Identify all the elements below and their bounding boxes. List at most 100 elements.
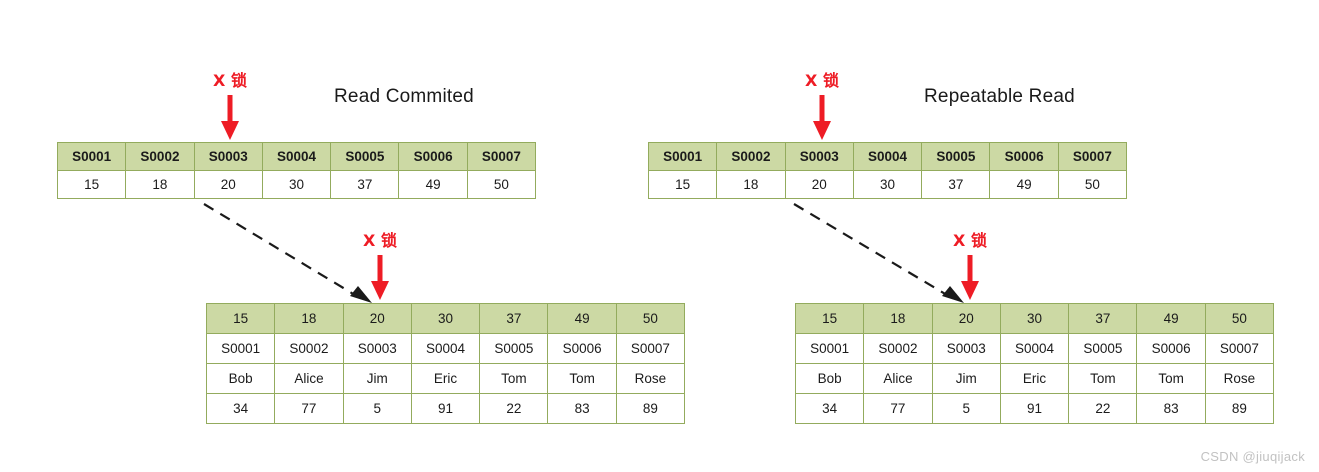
table-row: 34 77 5 91 22 83 89 xyxy=(794,393,1275,424)
table-row: S0001 S0002 S0003 S0004 S0005 S0006 S000… xyxy=(205,333,686,364)
table-cell: S0007 xyxy=(1204,333,1275,364)
table-cell: 30 xyxy=(261,170,332,199)
lock-label: X 锁 xyxy=(213,71,247,90)
table-cell: S0001 xyxy=(647,142,718,171)
down-arrow-icon xyxy=(813,95,831,140)
table-cell: 50 xyxy=(1057,170,1128,199)
table-row: 15 18 20 30 37 49 50 xyxy=(794,303,1275,334)
table-cell: 83 xyxy=(1136,393,1206,424)
table-body: S0001 S0002 S0003 S0004 S0005 S0006 S000… xyxy=(56,142,537,199)
table-row: 15 18 20 30 37 49 50 xyxy=(56,170,537,199)
table-cell: S0003 xyxy=(784,142,854,171)
table-cell: S0006 xyxy=(547,333,617,364)
table-row: S0001 S0002 S0003 S0004 S0005 S0006 S000… xyxy=(56,142,537,171)
table-cell: 20 xyxy=(193,170,263,199)
table-cell: 15 xyxy=(56,170,127,199)
table-row: Bob Alice Jim Eric Tom Tom Rose xyxy=(205,363,686,394)
watermark: CSDN @jiuqijack xyxy=(1200,449,1305,464)
table-row: 34 77 5 91 22 83 89 xyxy=(205,393,686,424)
table-cell: S0003 xyxy=(342,333,412,364)
table-cell: Tom xyxy=(1136,363,1206,394)
table-cell: Tom xyxy=(1068,363,1138,394)
table-cell: 89 xyxy=(1204,393,1275,424)
table-cell: S0006 xyxy=(1136,333,1206,364)
table-cell: Jim xyxy=(931,363,1001,394)
table-rc-secondary-index: S0001 S0002 S0003 S0004 S0005 S0006 S000… xyxy=(56,142,537,199)
table-cell: S0006 xyxy=(989,142,1059,171)
table-cell: Bob xyxy=(794,363,865,394)
table-cell: Rose xyxy=(615,363,686,394)
table-cell: S0002 xyxy=(716,142,786,171)
table-cell: 91 xyxy=(410,393,481,424)
table-cell: 18 xyxy=(863,303,933,334)
table-cell: S0006 xyxy=(398,142,468,171)
lock-label: X 锁 xyxy=(805,71,839,90)
table-body: 15 18 20 30 37 49 50 S0001 S0002 S0003 S… xyxy=(205,303,686,424)
table-cell: S0004 xyxy=(261,142,332,171)
table-cell: 22 xyxy=(1068,393,1138,424)
table-row: Bob Alice Jim Eric Tom Tom Rose xyxy=(794,363,1275,394)
table-cell: S0002 xyxy=(125,142,195,171)
table-cell: 30 xyxy=(852,170,923,199)
table-cell: Eric xyxy=(410,363,481,394)
table-cell: S0004 xyxy=(410,333,481,364)
connector-rr-index-to-clustered xyxy=(793,203,964,303)
table-cell: Alice xyxy=(274,363,344,394)
table-row: S0001 S0002 S0003 S0004 S0005 S0006 S000… xyxy=(794,333,1275,364)
table-cell: S0001 xyxy=(205,333,276,364)
table-rr-secondary-index: S0001 S0002 S0003 S0004 S0005 S0006 S000… xyxy=(647,142,1128,199)
table-rr-clustered-index: 15 18 20 30 37 49 50 S0001 S0002 S0003 S… xyxy=(794,303,1275,424)
table-row: S0001 S0002 S0003 S0004 S0005 S0006 S000… xyxy=(647,142,1128,171)
table-cell: 37 xyxy=(921,170,991,199)
table-rc-clustered-index: 15 18 20 30 37 49 50 S0001 S0002 S0003 S… xyxy=(205,303,686,424)
table-cell: 34 xyxy=(205,393,276,424)
table-cell: Bob xyxy=(205,363,276,394)
table-cell: S0005 xyxy=(479,333,549,364)
table-cell: 20 xyxy=(931,303,1001,334)
lock-annotation-rr-index: X 锁 xyxy=(790,73,854,141)
table-cell: S0007 xyxy=(1057,142,1128,171)
table-cell: 18 xyxy=(716,170,786,199)
table-cell: 49 xyxy=(547,303,617,334)
table-cell: 20 xyxy=(784,170,854,199)
table-cell: S0003 xyxy=(193,142,263,171)
table-cell: S0001 xyxy=(56,142,127,171)
table-cell: Tom xyxy=(479,363,549,394)
table-cell: 15 xyxy=(205,303,276,334)
table-cell: 37 xyxy=(1068,303,1138,334)
table-cell: S0003 xyxy=(931,333,1001,364)
table-cell: 77 xyxy=(274,393,344,424)
table-cell: Eric xyxy=(999,363,1070,394)
table-cell: 91 xyxy=(999,393,1070,424)
table-cell: Alice xyxy=(863,363,933,394)
panel-title-read-committed: Read Commited xyxy=(334,86,474,107)
table-cell: S0007 xyxy=(466,142,537,171)
table-cell: 5 xyxy=(342,393,412,424)
table-cell: 49 xyxy=(1136,303,1206,334)
table-cell: 77 xyxy=(863,393,933,424)
table-cell: S0007 xyxy=(615,333,686,364)
table-cell: 20 xyxy=(342,303,412,334)
table-body: 15 18 20 30 37 49 50 S0001 S0002 S0003 S… xyxy=(794,303,1275,424)
table-cell: 5 xyxy=(931,393,1001,424)
table-cell: 89 xyxy=(615,393,686,424)
table-cell: 50 xyxy=(1204,303,1275,334)
table-cell: Tom xyxy=(547,363,617,394)
panel-title-repeatable-read: Repeatable Read xyxy=(924,86,1075,107)
table-body: S0001 S0002 S0003 S0004 S0005 S0006 S000… xyxy=(647,142,1128,199)
table-cell: S0001 xyxy=(794,333,865,364)
table-cell: 37 xyxy=(330,170,400,199)
table-cell: 50 xyxy=(466,170,537,199)
down-arrow-icon xyxy=(221,95,239,140)
table-cell: 34 xyxy=(794,393,865,424)
connector-rc-index-to-clustered xyxy=(203,203,372,303)
table-cell: Jim xyxy=(342,363,412,394)
table-cell: 15 xyxy=(794,303,865,334)
table-cell: 30 xyxy=(410,303,481,334)
table-cell: 83 xyxy=(547,393,617,424)
table-cell: 15 xyxy=(647,170,718,199)
table-cell: S0004 xyxy=(999,333,1070,364)
table-cell: S0004 xyxy=(852,142,923,171)
table-cell: 37 xyxy=(479,303,549,334)
